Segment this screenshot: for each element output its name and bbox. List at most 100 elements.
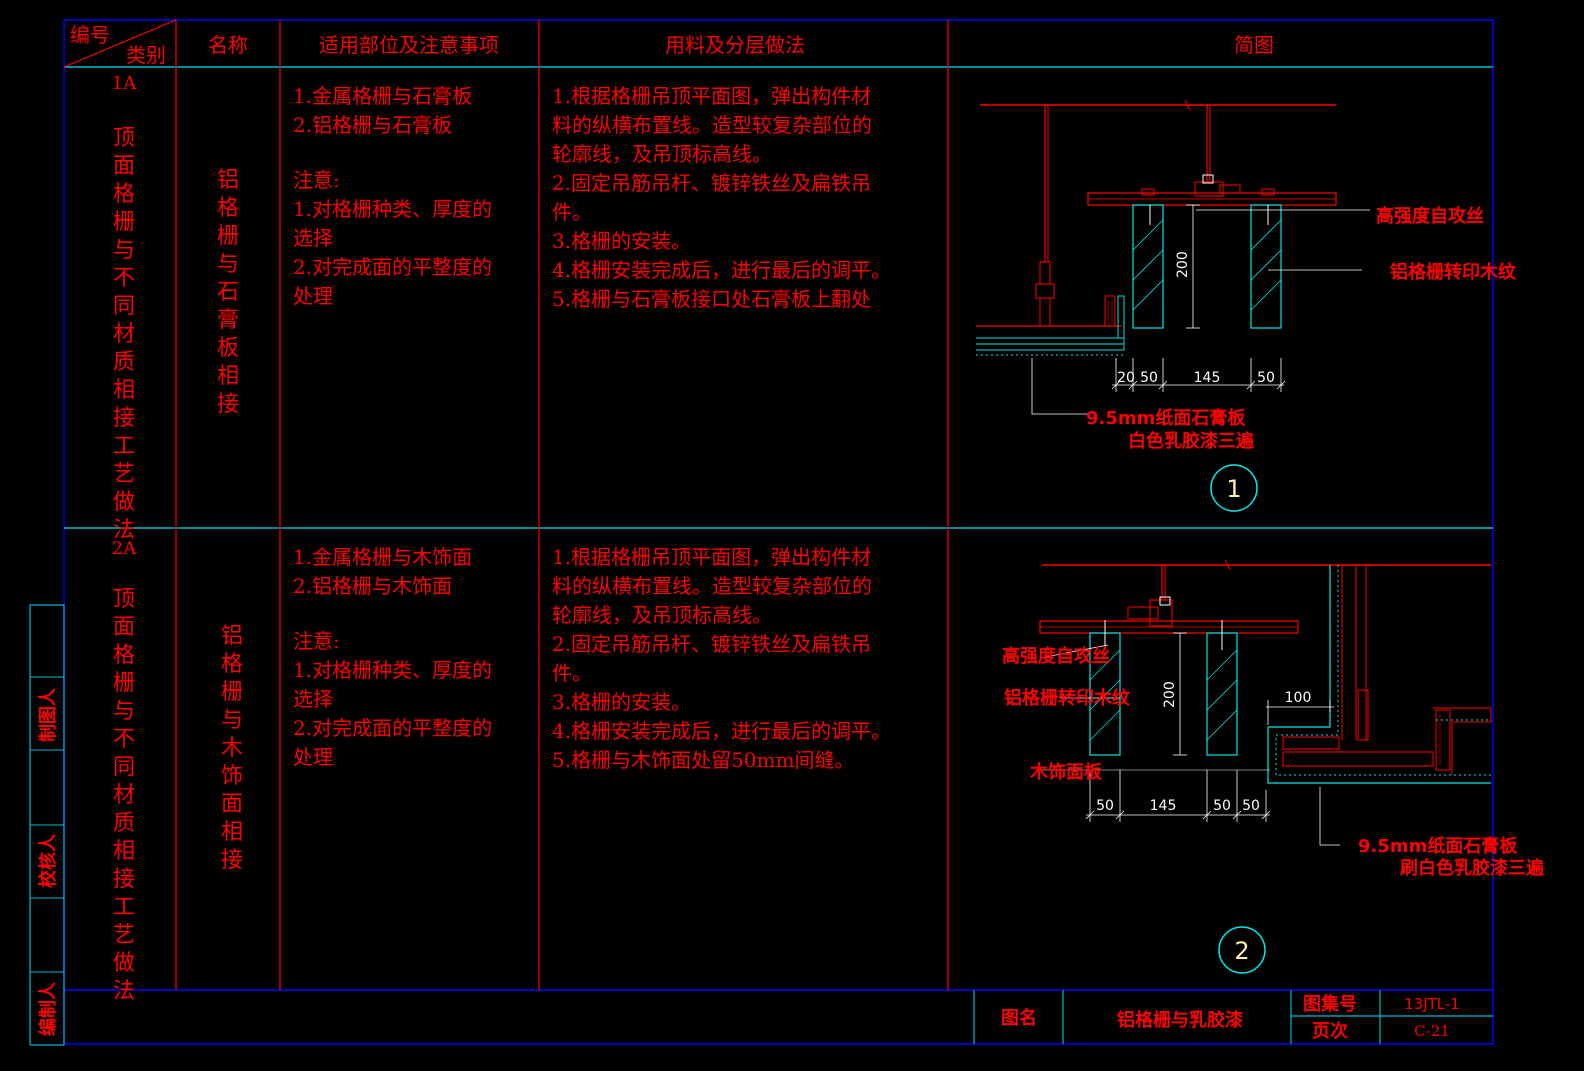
scope-line: 注意: (293, 168, 340, 192)
sketch2-label-grille: 铝格栅转印木纹 (1004, 687, 1131, 709)
method-line: 件。 (552, 200, 592, 224)
category-char: 面 (113, 154, 135, 179)
method-line: 3.格栅的安装。 (552, 690, 691, 714)
method-line: 料的纵横布置线。造型较复杂部位的 (552, 574, 872, 598)
scope-line: 1.对格栅种类、厚度的 (293, 197, 492, 221)
sketch1-number: 1 (1226, 475, 1241, 503)
header-sketch: 简图 (1234, 33, 1274, 57)
name-char: 格 (221, 652, 243, 677)
sketch2-dim-d: 50 (1242, 798, 1260, 814)
category-char: 接 (113, 867, 135, 892)
name-char: 接 (217, 392, 239, 417)
name-char: 木 (221, 736, 243, 761)
method-line: 2.固定吊筋吊杆、镀锌铁丝及扁铁吊 (552, 632, 871, 656)
name-char: 与 (221, 708, 243, 733)
category-char: 与 (113, 699, 135, 724)
category-char: 艺 (113, 923, 135, 948)
table-grid (63, 19, 1494, 1045)
sketch1-label-board: 9.5mm纸面石膏板 (1086, 407, 1246, 429)
method-line: 2.固定吊筋吊杆、镀锌铁丝及扁铁吊 (552, 171, 871, 195)
category-char: 同 (113, 755, 135, 780)
category-char: 艺 (113, 462, 135, 487)
name-char: 面 (221, 792, 243, 817)
scope-line: 选择 (293, 226, 333, 250)
title-page-label: 页次 (1312, 1020, 1348, 1042)
name-char: 接 (221, 848, 243, 873)
method-line: 3.格栅的安装。 (552, 229, 691, 253)
category-char: 质 (113, 811, 135, 836)
header-name: 名称 (208, 33, 248, 57)
sketch2-dim-c: 50 (1213, 798, 1231, 814)
method-line: 1.根据格栅吊顶平面图，弹出构件材 (552, 545, 871, 569)
name-char: 板 (217, 336, 239, 361)
row-1-scope: 1.金属格栅与石膏板2.铝格栅与石膏板注意:1.对格栅种类、厚度的选择2.对完成… (293, 84, 492, 308)
title-name: 铝格栅与乳胶漆 (1117, 1009, 1243, 1031)
sketch1-dim-200: 200 (1175, 251, 1191, 278)
scope-line: 1.金属格栅与木饰面 (293, 545, 472, 569)
category-char: 与 (113, 238, 135, 263)
category-char: 格 (113, 643, 135, 668)
header-category: 类别 (126, 43, 166, 67)
scope-line: 处理 (293, 284, 333, 308)
category-char: 做 (113, 951, 135, 976)
method-line: 4.格栅安装完成后，进行最后的调平。 (552, 258, 891, 282)
name-char: 铝 (217, 168, 239, 193)
scope-line: 1.金属格栅与石膏板 (293, 84, 472, 108)
scope-line: 2.对完成面的平整度的 (293, 716, 492, 740)
method-line: 1.根据格栅吊顶平面图，弹出构件材 (552, 84, 871, 108)
title-atlas-no: 13JTL-1 (1404, 995, 1460, 1013)
stamp-author: 编制人 (37, 981, 59, 1036)
name-char: 相 (221, 820, 243, 845)
name-char: 铝 (221, 624, 243, 649)
scope-line: 选择 (293, 687, 333, 711)
row-2-method: 1.根据格栅吊顶平面图，弹出构件材料的纵横布置线。造型较复杂部位的轮廓线，及吊顶… (552, 545, 891, 772)
method-line: 件。 (552, 661, 592, 685)
category-char: 材 (113, 322, 135, 347)
category-char: 不 (113, 266, 135, 291)
sketch1-label-paint: 白色乳胶漆三遍 (1128, 430, 1255, 452)
sketch1-label-grille: 铝格栅转印木纹 (1390, 261, 1517, 283)
method-line: 5.格栅与石膏板接口处石膏板上翻处 (552, 287, 871, 311)
name-char: 石 (217, 280, 239, 305)
method-line: 4.格栅安装完成后，进行最后的调平。 (552, 719, 891, 743)
category-char: 材 (113, 783, 135, 808)
sketch-1: 200 20 50 145 50 高强度自攻丝 (976, 99, 1517, 512)
name-char: 饰 (221, 764, 243, 789)
row-1-method: 1.根据格栅吊顶平面图，弹出构件材料的纵横布置线。造型较复杂部位的轮廓线，及吊顶… (552, 84, 891, 311)
title-atlas-label: 图集号 (1303, 993, 1357, 1015)
category-char: 栅 (113, 671, 135, 696)
method-line: 5.格栅与木饰面处留50mm间缝。 (552, 748, 854, 772)
scope-line: 注意: (293, 629, 340, 653)
category-char: 相 (113, 839, 135, 864)
method-line: 轮廓线，及吊顶标高线。 (552, 142, 772, 166)
method-line: 轮廓线，及吊顶标高线。 (552, 603, 772, 627)
sketch1-dim-a: 20 (1117, 370, 1135, 386)
sketch-2: 200 100 50 145 50 50 (1002, 559, 1545, 974)
sketch2-label-wood: 木饰面板 (1029, 761, 1103, 783)
sketch2-label-screw: 高强度自攻丝 (1002, 645, 1110, 667)
scope-line: 2.对完成面的平整度的 (293, 255, 492, 279)
category-char: 接 (113, 406, 135, 431)
sketch2-label-board: 9.5mm纸面石膏板 (1358, 835, 1518, 857)
name-char: 与 (217, 252, 239, 277)
side-stamp-strip: 制图人 校核人 编制人 (29, 604, 65, 1046)
header-no: 编号 (70, 23, 110, 47)
category-char: 法 (113, 518, 135, 543)
header-method: 用料及分层做法 (665, 33, 805, 57)
category-char: 顶 (113, 126, 135, 151)
category-char: 工 (113, 895, 135, 920)
sketch1-label-screw: 高强度自攻丝 (1376, 205, 1484, 227)
sketch2-dim-100: 100 (1285, 690, 1312, 706)
sketch2-dim-200: 200 (1162, 681, 1178, 708)
sketch2-number: 2 (1234, 937, 1249, 965)
sketch1-dim-d: 50 (1257, 370, 1275, 386)
title-block: 图名 铝格栅与乳胶漆 图集号 13JTL-1 页次 C-21 (973, 990, 1493, 1044)
category-char: 栅 (113, 210, 135, 235)
scope-line: 处理 (293, 745, 333, 769)
scope-line: 1.对格栅种类、厚度的 (293, 658, 492, 682)
category-char: 面 (113, 615, 135, 640)
